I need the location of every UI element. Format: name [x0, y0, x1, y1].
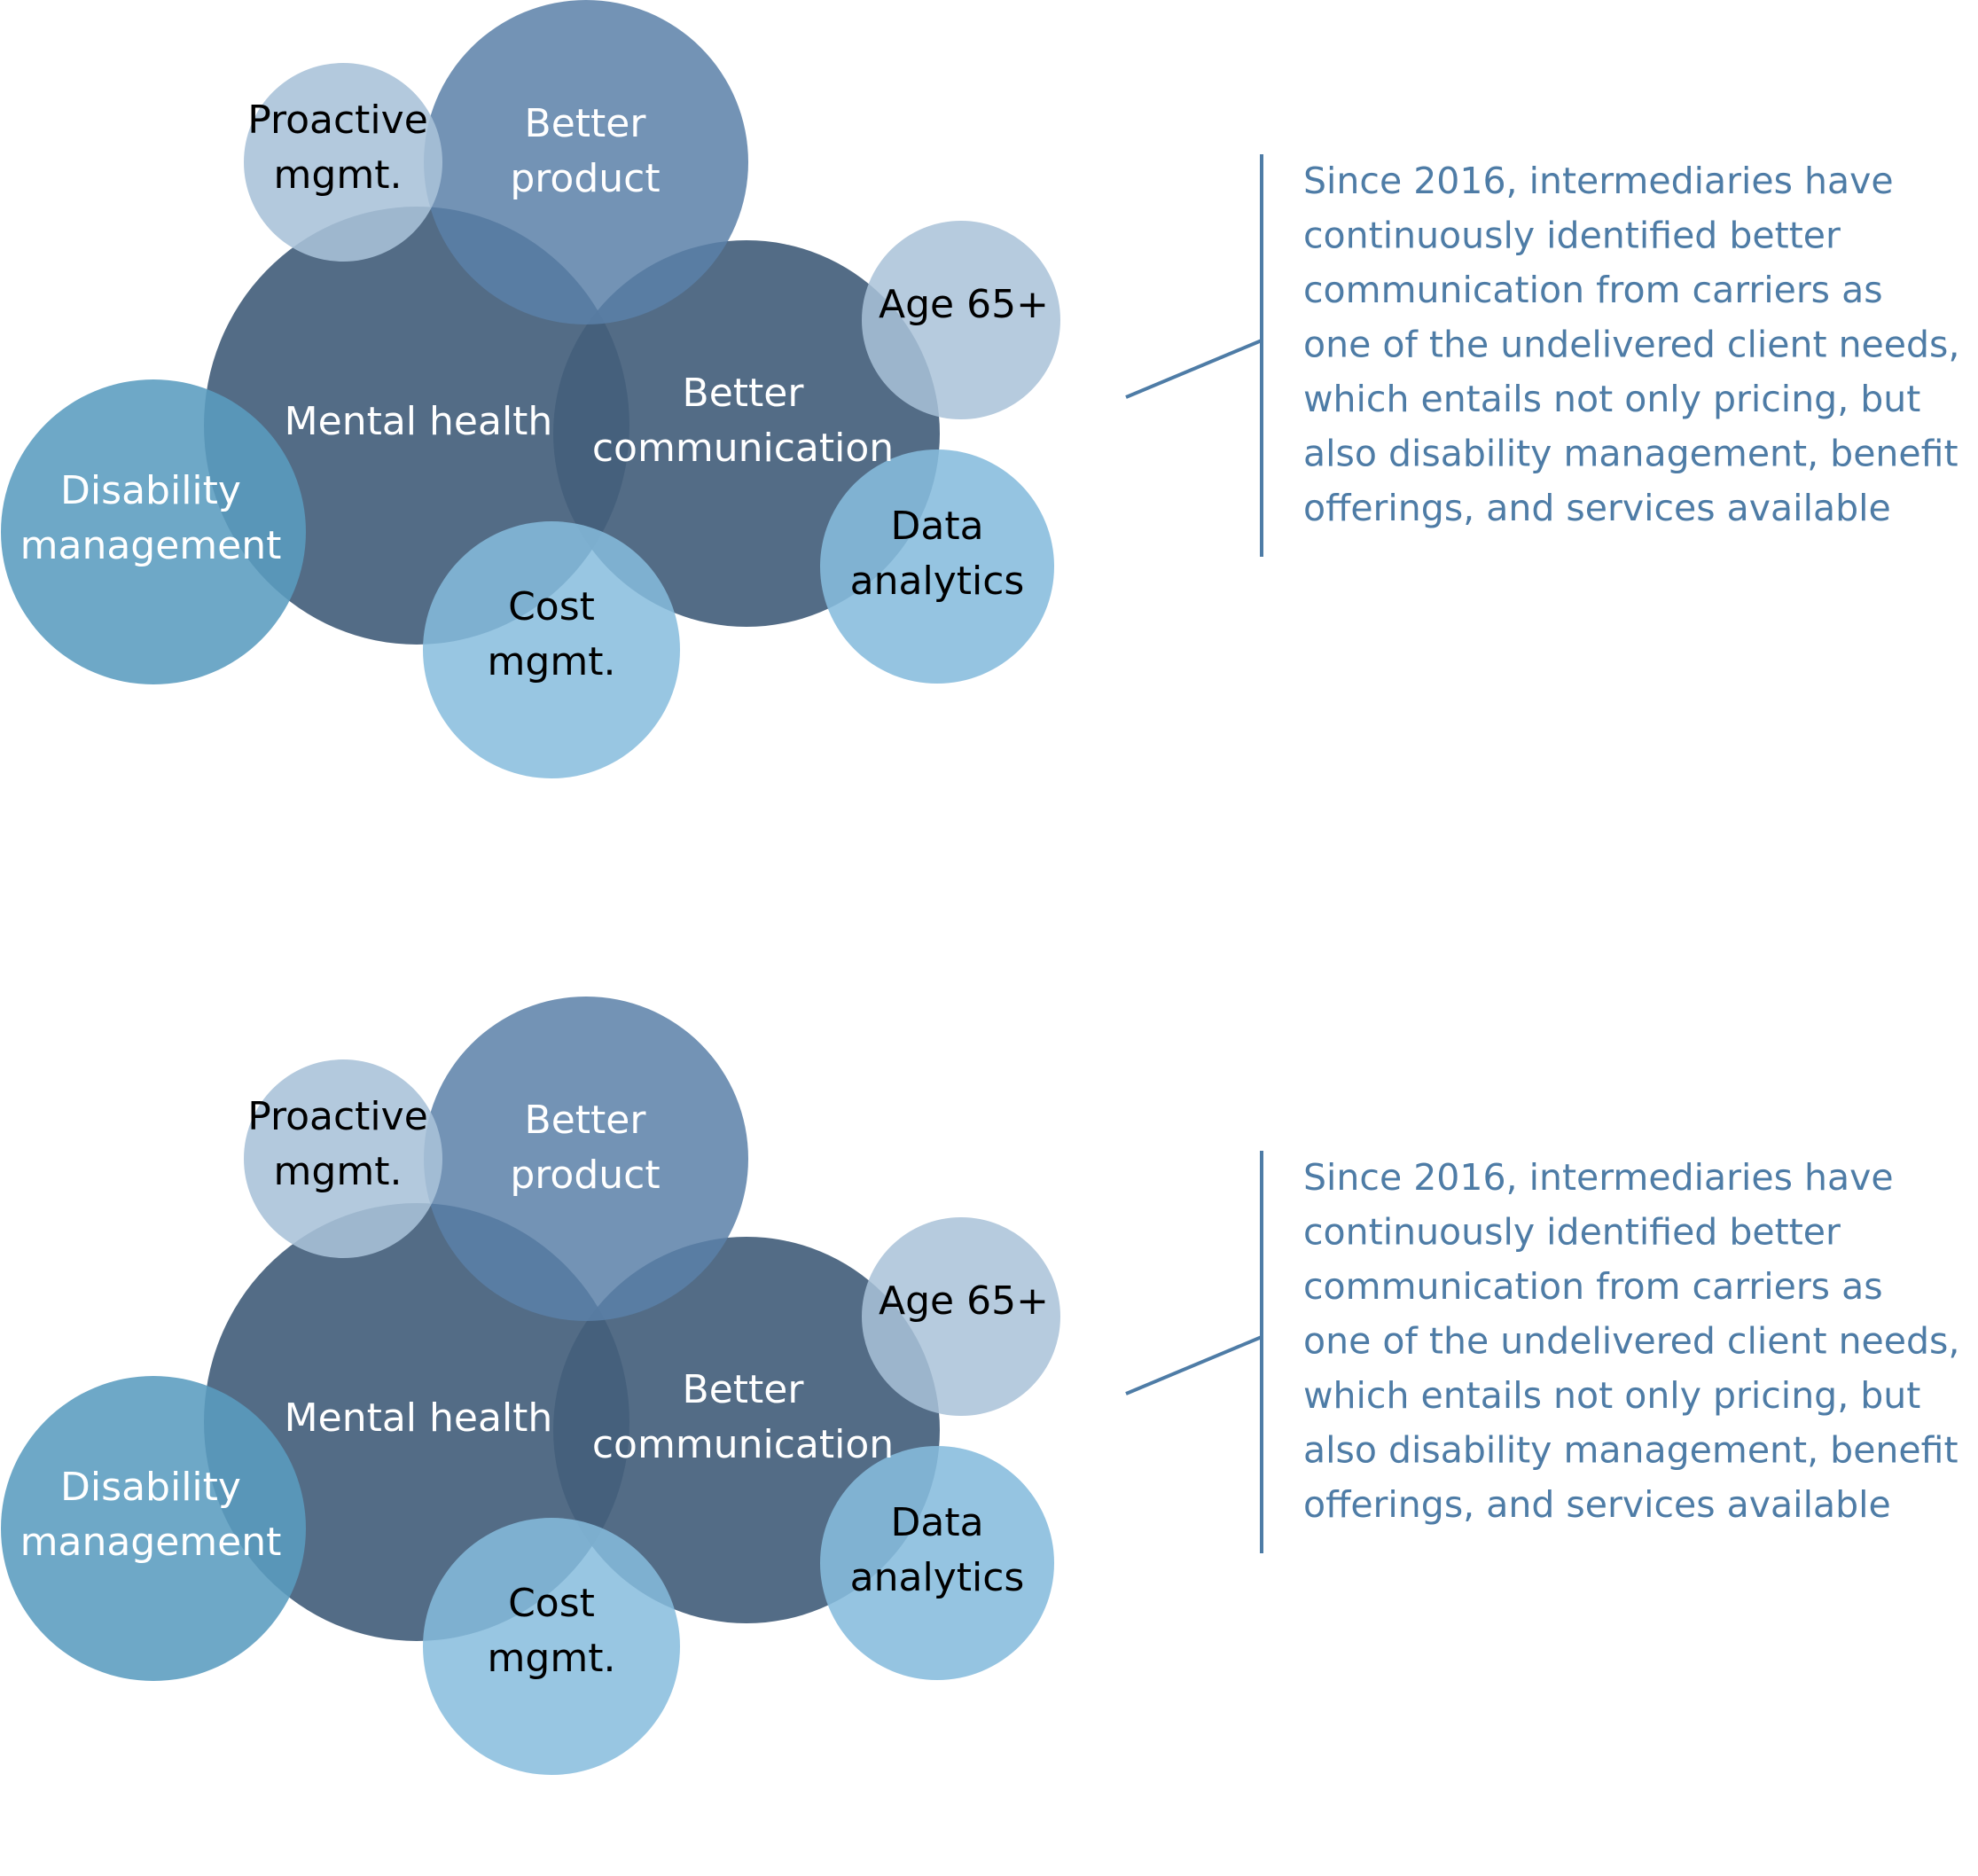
data-analytics-bubble — [820, 449, 1054, 684]
callout-connector — [1125, 339, 1263, 399]
disability-management-bubble — [1, 1376, 306, 1681]
mental-health-label: Mental health — [285, 1395, 553, 1441]
proactive-mgmt-bubble — [244, 63, 442, 262]
better-product-bubble — [424, 997, 748, 1321]
age-65-bubble — [862, 1217, 1060, 1416]
bubble-group — [1, 997, 1060, 1775]
age-65-bubble — [862, 221, 1060, 419]
better-product-bubble — [424, 0, 748, 324]
data-analytics-bubble — [820, 1446, 1054, 1680]
age-65-label: Age 65+ — [879, 282, 1049, 327]
callout-connector — [1125, 1335, 1263, 1395]
proactive-mgmt-bubble — [244, 1059, 442, 1258]
disability-management-bubble — [1, 379, 306, 684]
mental-health-label: Mental health — [285, 399, 553, 444]
bubble-group — [1, 0, 1060, 778]
age-65-label: Age 65+ — [879, 1278, 1049, 1324]
cost-mgmt-bubble — [423, 521, 680, 778]
cost-mgmt-bubble — [423, 1518, 680, 1775]
